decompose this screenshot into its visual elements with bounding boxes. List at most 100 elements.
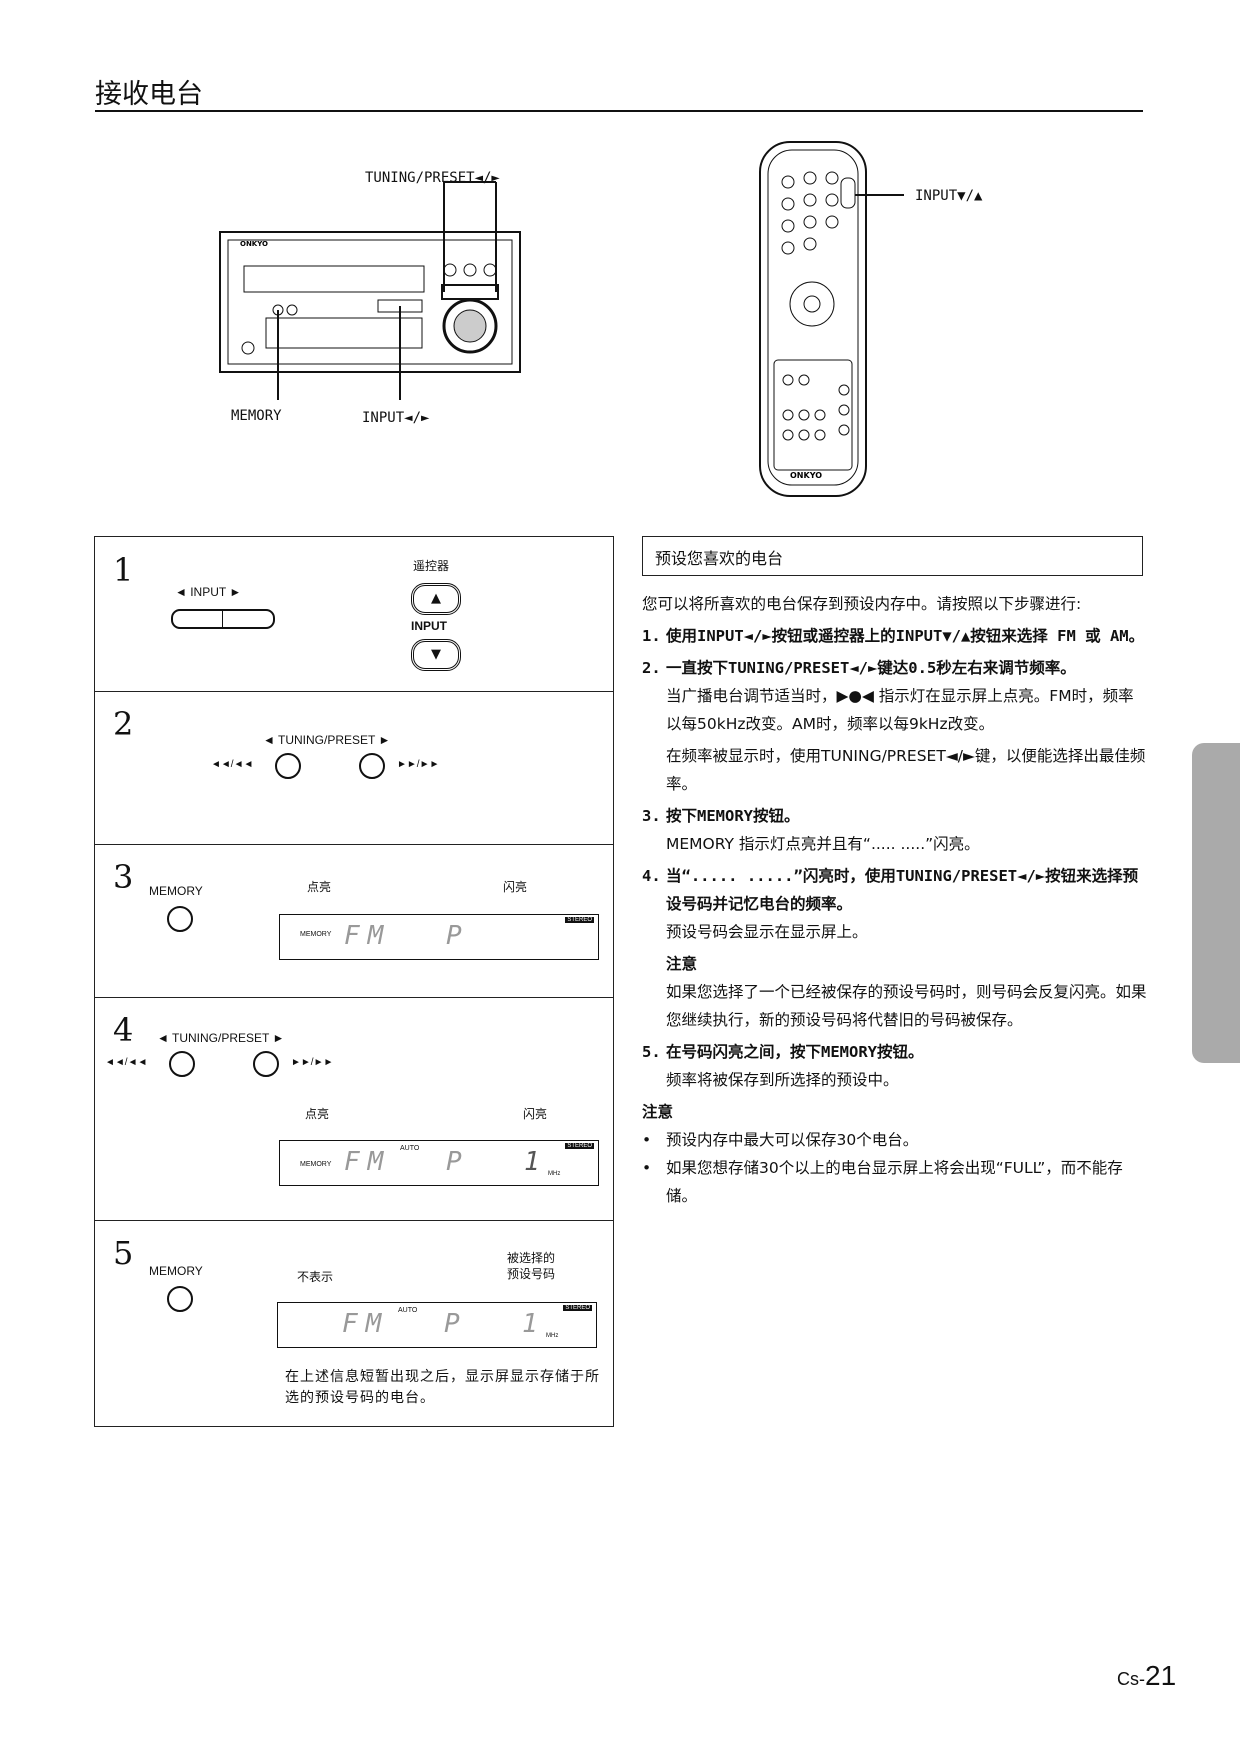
mhz-indicator: MHz	[548, 1171, 561, 1177]
step-5: 5 MEMORY 不表示 被选择的 预设号码 AUTO FM P 1 MHz S…	[95, 1220, 613, 1425]
intro: 您可以将所喜欢的电台保存到预设内存中。请按照以下步骤进行:	[642, 595, 1082, 613]
bullet-text: 预设内存中最大可以保存30个电台。	[666, 1131, 919, 1149]
remote-label: 遥控器	[413, 559, 450, 573]
step-4: 4 ◄ TUNING/PRESET ► ◄◄/◄◄ ►►/►► 点亮 闪亮 ME…	[95, 997, 613, 1221]
bullet: • 预设内存中最大可以保存30个电台。	[642, 1126, 1147, 1154]
note-heading: 注意	[666, 955, 698, 973]
remote-up-button[interactable]: ▲	[411, 583, 461, 615]
memory-button[interactable]	[167, 906, 193, 932]
input-button[interactable]	[171, 609, 275, 629]
title-rule	[95, 110, 1143, 112]
item-4: 4. 当“..... .....”闪亮时，使用TUNING/PRESET◄/►按钮…	[642, 862, 1147, 1034]
item-number: 1.	[642, 627, 661, 645]
tuning-left-button[interactable]	[169, 1051, 195, 1077]
page-prefix: Cs-	[1117, 1669, 1145, 1689]
display-panel: AUTO FM P 1 MHz STEREO	[277, 1302, 597, 1348]
step-number: 5	[113, 1234, 134, 1272]
item-number: 5.	[642, 1043, 661, 1061]
instructions: 您可以将所喜欢的电台保存到预设内存中。请按照以下步骤进行: 1. 使用INPUT◄…	[642, 590, 1147, 1210]
item-text: 一直按下TUNING/PRESET◄/►键达0.5秒左右来调节频率。	[666, 659, 1076, 677]
band-segment: FM	[344, 1147, 392, 1177]
stereo-indicator: STEREO	[565, 917, 594, 923]
item-2: 2. 一直按下TUNING/PRESET◄/►键达0.5秒左右来调节频率。当广播电…	[642, 654, 1147, 798]
preset-segment: P	[446, 921, 470, 951]
not-shown-label: 不表示	[297, 1270, 334, 1284]
memory-label: MEMORY	[149, 1264, 203, 1278]
lit-label: 点亮	[307, 880, 332, 894]
steps-panel: 1 ◄ INPUT ► 遥控器 ▲ INPUT ▼ 2 ◄ TUNING/PRE…	[94, 536, 614, 1427]
step-2: 2 ◄ TUNING/PRESET ► ◄◄/◄◄ ►►/►►	[95, 691, 613, 845]
item-detail: 当广播电台调节适当时，▶●◀ 指示灯在显示屏上点亮。FM时，频率以每50kHz改…	[666, 687, 1134, 733]
mhz-indicator: MHz	[546, 1333, 559, 1339]
item-detail: 频率将被保存到所选择的预设中。	[666, 1071, 899, 1089]
step-number: 2	[113, 705, 134, 743]
tuning-preset-label: ◄ TUNING/PRESET ►	[157, 1031, 285, 1045]
page-title: 接收电台	[95, 79, 203, 110]
memory-indicator: MEMORY	[300, 1161, 332, 1168]
blink-label: 闪亮	[503, 880, 528, 894]
item-number: 4.	[642, 867, 661, 885]
stereo-indicator: STEREO	[565, 1143, 594, 1149]
preset-segment: P	[446, 1147, 470, 1177]
step-number: 4	[113, 1011, 134, 1049]
item-text: 在号码闪亮之间，按下MEMORY按钮。	[666, 1043, 924, 1061]
item-5: 5. 在号码闪亮之间，按下MEMORY按钮。频率将被保存到所选择的预设中。	[642, 1038, 1147, 1094]
section-heading: 预设您喜欢的电台	[655, 549, 784, 568]
auto-indicator: AUTO	[400, 1145, 420, 1152]
rewind-label: ◄◄/◄◄	[105, 1057, 148, 1068]
blink-label: 闪亮	[523, 1107, 548, 1121]
preset-number-segment: 1	[522, 1309, 538, 1339]
item-text: 按下MEMORY按钮。	[666, 807, 800, 825]
item-3: 3. 按下MEMORY按钮。 MEMORY 指示灯点亮并且有“..... .....…	[642, 802, 1147, 858]
item-text: 使用INPUT◄/►按钮或遥控器上的INPUT▼/▲按钮来选择 FM 或 AM。	[666, 627, 1145, 645]
forward-label: ►►/►►	[291, 1057, 334, 1068]
side-tab	[1192, 743, 1240, 1063]
bullet-text: 如果您想存储30个以上的电台显示屏上将会出现“FULL”，而不能存储。	[666, 1159, 1123, 1205]
tuning-right-button[interactable]	[253, 1051, 279, 1077]
rewind-label: ◄◄/◄◄	[211, 759, 254, 770]
page-num: 21	[1145, 1660, 1177, 1691]
bullet-icon: •	[642, 1131, 652, 1149]
tuning-left-button[interactable]	[275, 753, 301, 779]
memory-button[interactable]	[167, 1286, 193, 1312]
input-du-label: INPUT▼/▲	[915, 188, 983, 204]
item-detail: 预设号码会显示在显示屏上。	[666, 923, 868, 941]
step-1: 1 ◄ INPUT ► 遥控器 ▲ INPUT ▼	[95, 537, 613, 692]
stereo-unit-illustration: ONKYO	[219, 181, 521, 400]
memory-indicator: MEMORY	[300, 931, 332, 938]
tuning-right-button[interactable]	[359, 753, 385, 779]
input-label: ◄ INPUT ►	[175, 585, 242, 599]
step-5-note: 在上述信息短暂出现之后，显示屏显示存储于所选的预设号码的电台。	[285, 1368, 600, 1405]
preset-segment: P	[444, 1309, 468, 1339]
stereo-indicator: STEREO	[563, 1305, 592, 1311]
band-segment: FM	[342, 1309, 390, 1339]
input-lr-label: INPUT◄/►	[362, 410, 430, 426]
display-panel: MEMORY FM P STEREO	[279, 914, 599, 960]
step-3: 3 MEMORY 点亮 闪亮 MEMORY FM P STEREO	[95, 844, 613, 998]
forward-label: ►►/►►	[397, 759, 440, 770]
item-detail: MEMORY 指示灯点亮并且有“..... .....”闪亮。	[666, 835, 980, 853]
lit-label: 点亮	[305, 1107, 330, 1121]
remote-illustration: ONKYO	[759, 141, 904, 497]
band-segment: FM	[344, 921, 392, 951]
memory-label: MEMORY	[231, 408, 282, 424]
brand-logo: ONKYO	[240, 240, 268, 248]
display-panel: MEMORY AUTO FM P 1 MHz STEREO	[279, 1140, 599, 1186]
preset-number-segment: 1	[524, 1147, 540, 1177]
bullet: • 如果您想存储30个以上的电台显示屏上将会出现“FULL”，而不能存储。	[642, 1154, 1147, 1210]
bullet-icon: •	[642, 1159, 652, 1177]
step-number: 1	[113, 551, 134, 589]
page-number: Cs-21	[1117, 1660, 1176, 1692]
note-heading: 注意	[642, 1103, 674, 1121]
item-number: 3.	[642, 807, 661, 825]
item-text: 当“..... .....”闪亮时，使用TUNING/PRESET◄/►按钮来选…	[666, 867, 1139, 913]
selected-preset-label: 被选择的 预设号码	[507, 1251, 556, 1281]
step-number: 3	[113, 858, 134, 896]
item-1: 1. 使用INPUT◄/►按钮或遥控器上的INPUT▼/▲按钮来选择 FM 或 A…	[642, 622, 1147, 650]
memory-label: MEMORY	[149, 884, 203, 898]
item-number: 2.	[642, 659, 661, 677]
note-text: 如果您选择了一个已经被保存的预设号码时，则号码会反复闪亮。如果您继续执行，新的预…	[666, 983, 1147, 1029]
remote-input-label: INPUT	[411, 619, 447, 633]
remote-down-button[interactable]: ▼	[411, 639, 461, 671]
section-heading-box: 预设您喜欢的电台	[642, 536, 1143, 576]
